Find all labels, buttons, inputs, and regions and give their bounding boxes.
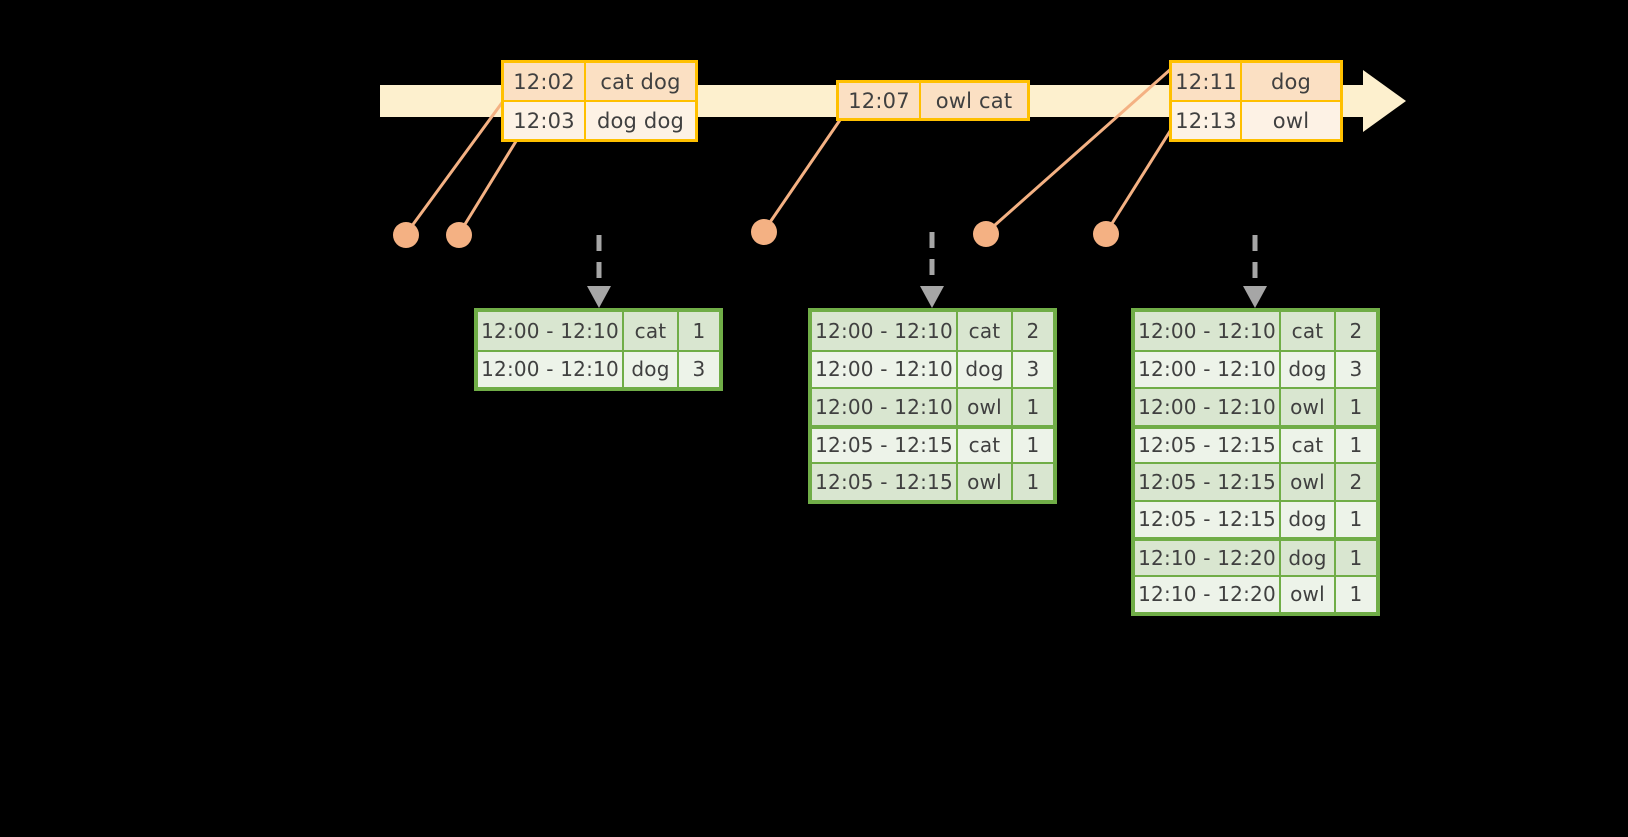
cell-count: 2 (1336, 464, 1376, 500)
cell-key: dog (1281, 351, 1336, 387)
cell-key: dog (624, 351, 679, 387)
cell-key: dog (958, 351, 1013, 387)
marker-dots (393, 219, 1119, 248)
event-group-3[interactable]: 12:11 dog 12:13 owl (1169, 60, 1343, 142)
connector-line-1 (404, 99, 506, 235)
cell-count: 3 (1336, 351, 1376, 387)
cell-count: 1 (1336, 541, 1376, 575)
marker-dot-2 (446, 222, 472, 248)
cell-count: 1 (1336, 428, 1376, 462)
marker-dot-1 (393, 222, 419, 248)
cell-count: 1 (1013, 389, 1053, 425)
cell-key: cat (624, 312, 679, 350)
event-value: dog (1242, 63, 1340, 100)
cell-window: 12:05 - 12:15 (1135, 501, 1281, 537)
marker-dot-5 (1093, 221, 1119, 247)
cell-window: 12:05 - 12:15 (1135, 428, 1281, 462)
cell-count: 1 (1336, 389, 1376, 425)
cell-window: 12:00 - 12:10 (812, 312, 958, 350)
cell-count: 2 (1336, 312, 1376, 350)
event-row[interactable]: 12:13 owl (1172, 100, 1340, 139)
marker-dot-3 (751, 219, 777, 245)
event-time: 12:07 (839, 83, 921, 118)
cell-window: 12:05 - 12:15 (1135, 464, 1281, 500)
event-time: 12:13 (1172, 102, 1242, 139)
connector-line-5 (1104, 127, 1174, 234)
connector-line-2 (457, 137, 520, 235)
cell-key: cat (958, 428, 1013, 462)
cell-key: dog (1281, 501, 1336, 537)
event-time: 12:03 (504, 102, 586, 139)
event-time: 12:11 (1172, 63, 1242, 100)
cell-count: 1 (1336, 501, 1376, 537)
cell-window: 12:00 - 12:10 (812, 389, 958, 425)
cell-key: owl (1281, 389, 1336, 425)
cell-key: cat (958, 312, 1013, 350)
cell-window: 12:05 - 12:15 (812, 428, 958, 462)
event-group-1[interactable]: 12:02 cat dog 12:03 dog dog (501, 60, 698, 142)
cell-count: 1 (1013, 464, 1053, 500)
cell-window: 12:00 - 12:10 (478, 351, 624, 387)
cell-key: cat (1281, 312, 1336, 350)
event-row[interactable]: 12:03 dog dog (504, 100, 695, 139)
result-arrow-3 (1243, 235, 1267, 308)
cell-key: owl (1281, 576, 1336, 612)
cell-window: 12:00 - 12:10 (1135, 351, 1281, 387)
cell-count: 1 (1336, 576, 1376, 612)
connector-line-3 (762, 119, 842, 232)
marker-dot-4 (973, 221, 999, 247)
cell-count: 3 (1013, 351, 1053, 387)
event-time: 12:02 (504, 63, 586, 100)
event-value: owl (1242, 102, 1340, 139)
event-value: owl cat (921, 83, 1027, 118)
event-row[interactable]: 12:11 dog (1172, 63, 1340, 100)
cell-count: 1 (679, 312, 719, 350)
cell-count: 1 (1013, 428, 1053, 462)
event-row[interactable]: 12:07 owl cat (839, 83, 1027, 118)
cell-window: 12:00 - 12:10 (1135, 389, 1281, 425)
result-arrow-1 (587, 235, 611, 308)
cell-key: owl (1281, 464, 1336, 500)
result-arrow-2 (920, 232, 944, 308)
cell-count: 2 (1013, 312, 1053, 350)
cell-window: 12:10 - 12:20 (1135, 576, 1281, 612)
result-arrows (587, 232, 1267, 308)
cell-key: owl (958, 464, 1013, 500)
cell-window: 12:00 - 12:10 (812, 351, 958, 387)
cell-key: owl (958, 389, 1013, 425)
event-value: cat dog (586, 63, 695, 100)
cell-window: 12:05 - 12:15 (812, 464, 958, 500)
cell-count: 3 (679, 351, 719, 387)
event-value: dog dog (586, 102, 695, 139)
cell-key: dog (1281, 541, 1336, 575)
event-row[interactable]: 12:02 cat dog (504, 63, 695, 100)
cell-window: 12:10 - 12:20 (1135, 541, 1281, 575)
cell-key: cat (1281, 428, 1336, 462)
cell-window: 12:00 - 12:10 (478, 312, 624, 350)
cell-window: 12:00 - 12:10 (1135, 312, 1281, 350)
event-group-2[interactable]: 12:07 owl cat (836, 80, 1030, 121)
